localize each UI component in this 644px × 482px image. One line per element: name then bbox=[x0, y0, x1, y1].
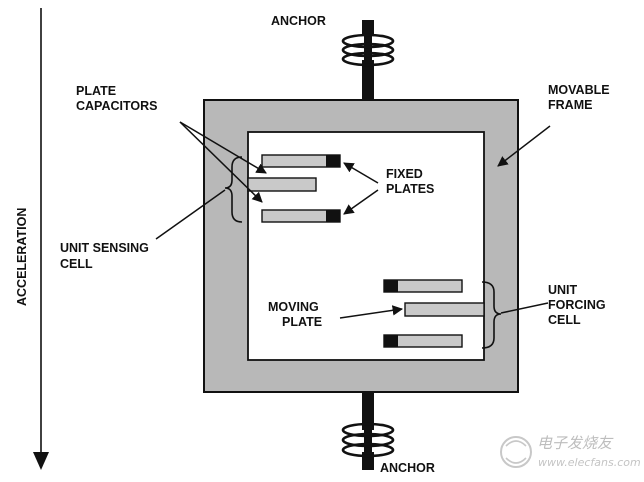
bottom-spring bbox=[341, 422, 395, 458]
anchor-top-label: ANCHOR bbox=[271, 14, 326, 28]
moving-plate-label-line1: MOVING bbox=[268, 300, 319, 314]
inner-cavity bbox=[247, 131, 485, 361]
movable-frame-label-line1: MOVABLE bbox=[548, 83, 610, 97]
watermark-logo bbox=[500, 436, 532, 468]
acceleration-label: ACCELERATION bbox=[15, 208, 29, 306]
plate-capacitors-label-line1: PLATE bbox=[76, 84, 116, 98]
sensing-cell-brace bbox=[224, 156, 243, 223]
acceleration-arrow bbox=[33, 8, 49, 470]
watermark: 电子发烧友 www.elecfans.com bbox=[500, 434, 641, 469]
unit-forcing-label-line3: CELL bbox=[548, 313, 581, 327]
leader-arrows bbox=[155, 121, 551, 319]
forcing-moving-plate bbox=[404, 302, 485, 317]
unit-forcing-label-line1: UNIT bbox=[548, 283, 578, 297]
forcing-cell-brace bbox=[481, 281, 502, 349]
sensing-moving-plate bbox=[247, 177, 317, 192]
moving-plate-label-line2: PLATE bbox=[282, 315, 322, 329]
movable-frame-label-line2: FRAME bbox=[548, 98, 592, 112]
fixed-plates-label-line1: FIXED bbox=[386, 167, 423, 181]
unit-forcing-label-line2: FORCING bbox=[548, 298, 606, 312]
plate-capacitors-label-line2: CAPACITORS bbox=[76, 99, 158, 113]
watermark-name: 电子发烧友 bbox=[537, 434, 614, 452]
fixed-plates-label-line2: PLATES bbox=[386, 182, 434, 196]
watermark-url: www.elecfans.com bbox=[538, 456, 641, 469]
top-anchor bbox=[362, 20, 374, 100]
top-spring bbox=[341, 33, 395, 67]
sensing-fixed-plate-bottom bbox=[261, 209, 341, 223]
forcing-fixed-plate-bottom bbox=[383, 334, 463, 348]
unit-sensing-label-line1: UNIT SENSING bbox=[60, 241, 149, 255]
sensing-fixed-plate-top bbox=[261, 154, 341, 168]
bottom-anchor bbox=[362, 392, 374, 470]
unit-sensing-label-line2: CELL bbox=[60, 257, 93, 271]
anchor-bottom-label: ANCHOR bbox=[380, 461, 435, 475]
forcing-fixed-plate-top bbox=[383, 279, 463, 293]
